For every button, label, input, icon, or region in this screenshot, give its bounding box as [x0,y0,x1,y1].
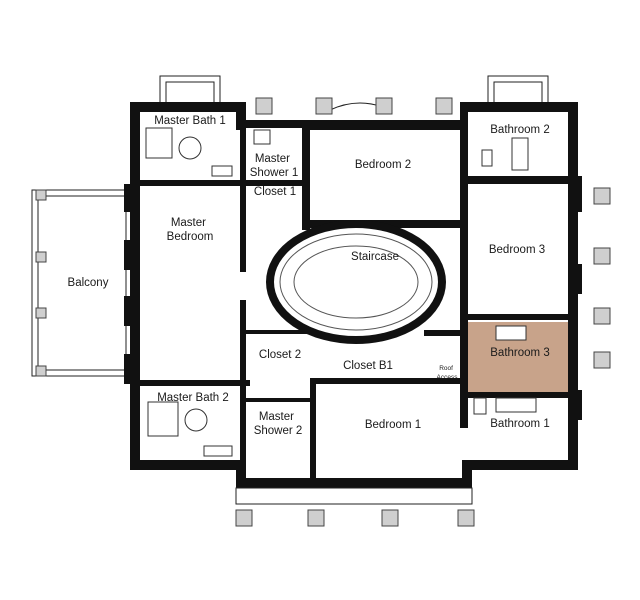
exterior-plinths [235,97,611,527]
master-bath-2-label: Master Bath 2 [157,392,229,404]
closet-b1-label: Closet B1 [343,360,393,372]
bathroom-3-label: Bathroom 3 [490,347,549,359]
master-bath-1-label: Master Bath 1 [154,115,226,127]
bathroom-1-label: Bathroom 1 [490,418,549,430]
bedroom-2-label: Bedroom 2 [355,159,411,171]
interior-walls [140,112,568,488]
staircase-drawing [266,220,446,344]
bedroom-3-label: Bedroom 3 [489,244,545,256]
fixtures [145,127,537,457]
exterior-walls [124,102,582,488]
closet-1-label: Closet 1 [254,186,296,198]
balcony-railing [31,189,127,377]
master-shower-2-label: Master Shower 2 [254,411,303,437]
roof-access-label: Roof Access [437,365,459,381]
master-bedroom-label: Master Bedroom [167,217,214,243]
staircase-label: Staircase [351,251,399,263]
bedroom-1-label: Bedroom 1 [365,419,421,431]
balcony-label: Balcony [68,277,109,289]
bathroom-2-label: Bathroom 2 [490,124,549,136]
master-shower-1-label: Master Shower 1 [250,153,299,179]
closet-2-label: Closet 2 [259,349,301,361]
